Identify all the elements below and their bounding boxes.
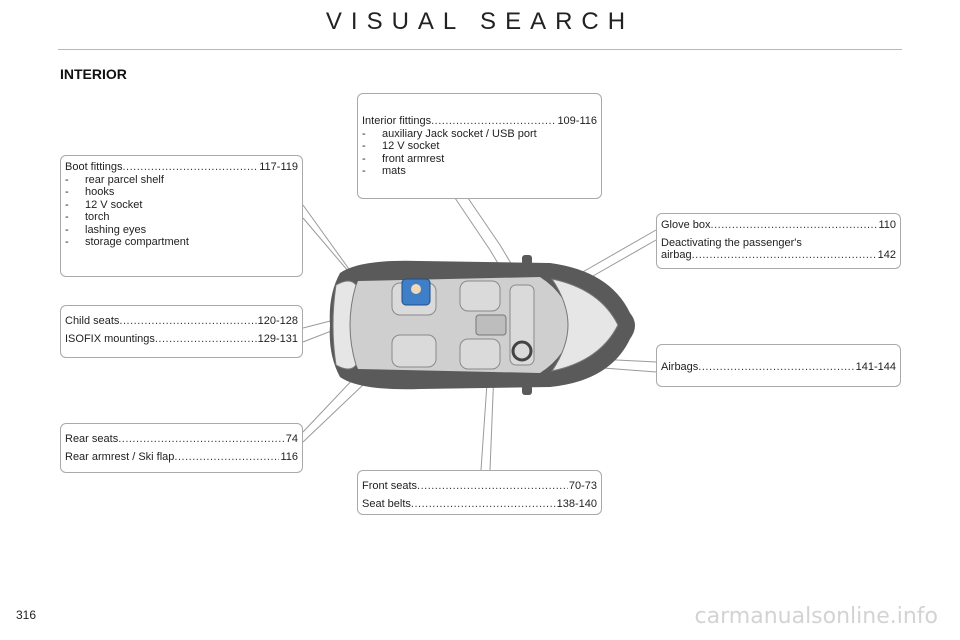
section-heading: INTERIOR (60, 66, 127, 82)
title-divider (58, 49, 902, 50)
rear-armrest-row: Rear armrest / Ski flap116 (65, 451, 298, 464)
list-item: -storage compartment (65, 236, 189, 248)
watermark: carmanualsonline.info (694, 604, 938, 629)
list-item: -front armrest (362, 152, 445, 165)
list-item: -torch (65, 211, 110, 223)
box-interior-fittings: Interior fittings109-116 -auxiliary Jack… (357, 93, 602, 199)
child-seats-row: Child seats120-128 (65, 315, 298, 328)
page-title: VISUAL SEARCH (325, 8, 635, 35)
list-item: -mats (362, 165, 406, 177)
airbag-deactivation-note: Deactivating the passenger's (661, 236, 802, 249)
box-glove-box: Glove box110 Deactivating the passenger'… (656, 213, 901, 269)
child-seat-icon (401, 278, 431, 306)
box-front-seats: Front seats70-73 Seat belts138-140 (357, 470, 602, 515)
page-number: 316 (16, 608, 37, 622)
car-top-view-illustration (329, 255, 635, 395)
rear-window (332, 280, 357, 370)
interior-fittings-row: Interior fittings109-116 (362, 115, 597, 128)
isofix-row: ISOFIX mountings 129-131 (65, 333, 298, 346)
list-item: -lashing eyes (65, 223, 147, 236)
front-seat-left (459, 280, 501, 312)
list-item: -auxiliary Jack socket / USB port (362, 127, 537, 140)
steering-wheel (511, 340, 533, 362)
list-item: -12 V socket (65, 198, 143, 211)
centre-console (475, 314, 507, 336)
wing-mirror-right (522, 385, 532, 395)
front-seats-row: Front seats70-73 (362, 480, 597, 493)
box-boot-fittings: Boot fittings117-119 -rear parcel shelf … (60, 155, 303, 277)
seat-belts-row: Seat belts138-140 (362, 498, 597, 511)
front-seat-right (459, 338, 501, 370)
list-item: -12 V socket (362, 140, 440, 152)
box-child-seats: Child seats120-128 ISOFIX mountings 129-… (60, 305, 303, 358)
windscreen (550, 278, 619, 372)
airbags-row: Airbags 141-144 (661, 361, 896, 374)
box-airbags: Airbags 141-144 (656, 344, 901, 387)
glove-box-row: Glove box110 (661, 219, 896, 232)
rear-seat-right (391, 334, 437, 368)
wing-mirror-left (522, 255, 532, 265)
rear-seats-row: Rear seats 74 (65, 433, 298, 446)
airbag-deactivation-row: airbag142 (661, 249, 896, 262)
boot-fittings-row: Boot fittings117-119 (65, 161, 298, 174)
box-rear-seats: Rear seats 74 Rear armrest / Ski flap116 (60, 423, 303, 473)
list-item: -rear parcel shelf (65, 173, 164, 186)
list-item: -hooks (65, 186, 115, 198)
